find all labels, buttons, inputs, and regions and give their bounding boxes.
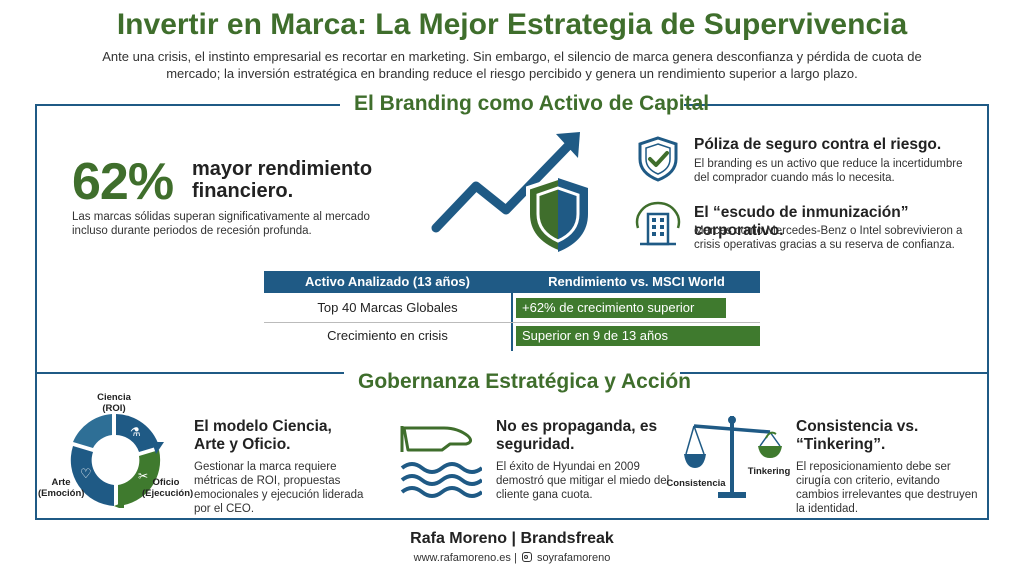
footer-website-link[interactable]: www.rafamoreno.es (413, 552, 511, 564)
governance-model-title: El modelo Ciencia, Arte y Oficio. (194, 418, 332, 453)
table-row-result: Superior en 9 de 13 años (516, 326, 760, 346)
cycle-label-science: Ciencia (ROI) (97, 392, 131, 414)
table-row-asset: Crecimiento en crisis (327, 328, 448, 343)
cycle-diagram-icon: ⚗ ✂ ♡ (70, 414, 164, 508)
footer-links: www.rafamoreno.es | soyrafamoreno (0, 552, 1024, 564)
building-icon (635, 201, 681, 246)
section-branding-heading: El Branding como Activo de Capital (340, 92, 709, 116)
svg-text:⚗: ⚗ (130, 425, 141, 439)
footer-author: Rafa Moreno | Brandsfreak (410, 530, 614, 547)
section-governance-frame (35, 372, 989, 520)
table-row-divider (264, 322, 760, 323)
governance-consistency-description: El reposicionamiento debe ser cirugía co… (796, 461, 978, 515)
shield-check-icon (638, 136, 678, 182)
governance-model-description: Gestionar la marca requiere métricas de … (194, 461, 364, 515)
feature-shield-title: El “escudo de inmunización” corporativo. (694, 204, 909, 239)
feature-risk-title: Póliza de seguro contra el riesgo. (694, 136, 942, 153)
cycle-label-craft: Oficio (Ejecución) (142, 477, 194, 499)
feature-shield-description: Marcas como Mercedes-Benz o Intel sobrev… (694, 225, 963, 251)
governance-security-description: El éxito de Hyundai en 2009 demostró que… (496, 461, 670, 501)
table-column-divider (511, 271, 513, 351)
scale-label-tinkering: Tinkering (747, 466, 791, 477)
footer-separator: | (513, 552, 517, 564)
table-header-performance: Rendimiento vs. MSCI World (513, 271, 760, 293)
table-row-result: +62% de crecimiento superior (516, 298, 726, 318)
cycle-label-art: Arte (Emoción) (38, 477, 85, 499)
footer-instagram-link[interactable]: soyrafamoreno (536, 552, 611, 564)
hand-waves-icon (400, 426, 482, 498)
growth-shield-icon (431, 132, 590, 255)
svg-text:✂: ✂ (138, 469, 148, 483)
table-row-asset: Top 40 Marcas Globales (317, 300, 458, 315)
intro-text: Ante una crisis, el instinto empresarial… (102, 49, 922, 81)
section-governance-heading: Gobernanza Estratégica y Acción (344, 370, 691, 394)
svg-text:♡: ♡ (80, 467, 92, 482)
feature-risk-description: El branding es un activo que reduce la i… (694, 158, 963, 184)
balance-scale-icon (684, 416, 782, 498)
stat-value: 62% (72, 153, 174, 211)
instagram-icon (521, 552, 532, 562)
stat-description: Las marcas sólidas superan significativa… (72, 211, 370, 237)
scale-label-consistency: Consistencia (666, 478, 726, 489)
governance-consistency-title: Consistencia vs. “Tinkering”. (796, 418, 919, 453)
table-header-asset: Activo Analizado (13 años) (264, 271, 511, 293)
page-title: Invertir en Marca: La Mejor Estrategia d… (116, 8, 908, 41)
governance-security-title: No es propaganda, es seguridad. (496, 418, 658, 453)
stat-label: mayor rendimiento financiero. (192, 158, 373, 202)
